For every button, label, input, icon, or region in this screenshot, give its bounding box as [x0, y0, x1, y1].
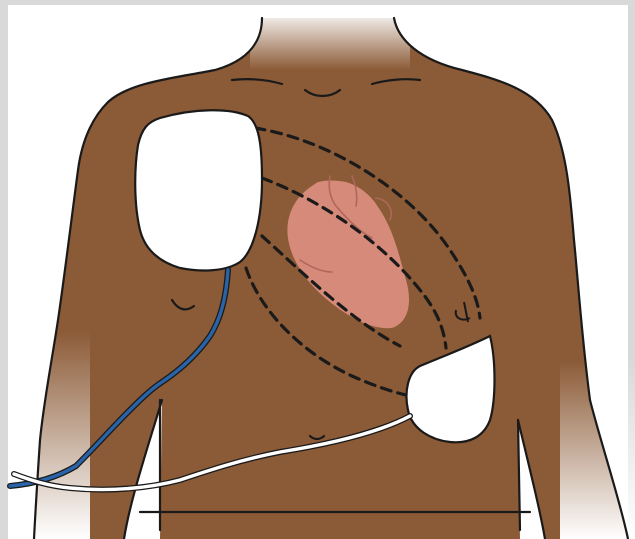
- neck-fade: [250, 10, 410, 70]
- right-arm-fade: [560, 360, 635, 539]
- left-arm-fade: [20, 330, 90, 539]
- upper-defibrillator-pad: [135, 110, 262, 270]
